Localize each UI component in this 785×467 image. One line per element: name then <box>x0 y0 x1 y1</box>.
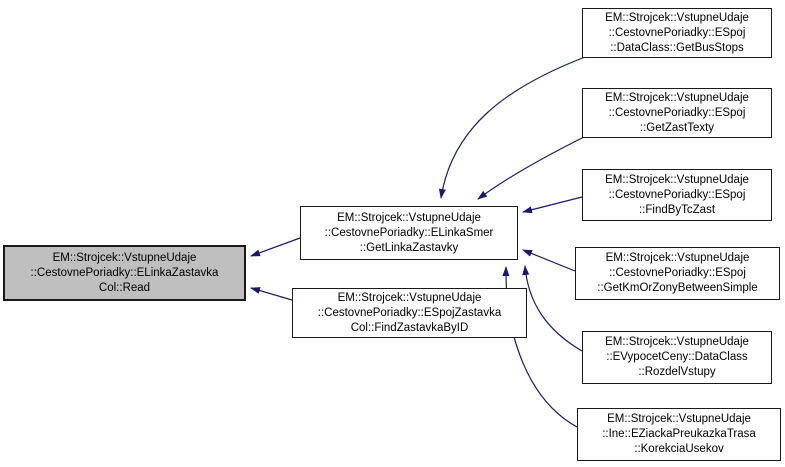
node-espoj-findbytczast[interactable]: EM::Strojcek::VstupneUdaje ::CestovnePor… <box>582 169 772 221</box>
node-label-line: ::FindByTcZast <box>638 203 716 216</box>
node-label-line: EM::Strojcek::VstupneUdaje <box>337 291 482 304</box>
node-label-line: ::CestovnePoriadky::ESpoj <box>609 267 746 279</box>
node-elinkasmer-getlinkazastavky[interactable]: EM::Strojcek::VstupneUdaje ::CestovnePor… <box>300 206 518 260</box>
node-label-line: ::KorekciaUsekov <box>634 443 724 455</box>
node-label-line: EM::Strojcek::VstupneUdaje <box>605 252 750 264</box>
node-label-line: ::EVypocetCeny::DataClass <box>606 351 748 363</box>
edge-getlinkazastavky-to-read <box>250 237 301 257</box>
node-label-line: ::CestovnePoriadky::ESpoj <box>608 26 746 39</box>
node-label-line: ::CestovnePoriadky::ESpoj <box>608 106 746 119</box>
node-label-line: EM::Strojcek::VstupneUdaje <box>605 91 749 104</box>
node-espojzastavkacol-findzastavkabyid[interactable]: EM::Strojcek::VstupneUdaje ::CestovnePor… <box>292 288 527 338</box>
edge-findzastavkabyid-to-read <box>250 287 293 301</box>
node-label-line: ::GetLinkaZastavky <box>359 241 459 254</box>
node-eziackapreukazkatrasa-korekciausekov[interactable]: EM::Strojcek::VstupneUdaje ::Ine::EZiack… <box>577 408 781 461</box>
node-espoj-dataclass-getbusstops[interactable]: EM::Strojcek::VstupneUdaje ::CestovnePor… <box>582 8 772 58</box>
node-label-line: ::GetKmOrZonyBetweenSimple <box>597 282 758 294</box>
node-label-line: ::CestovnePoriadky::ELinkaSmer <box>324 226 494 239</box>
node-label-line: EM::Strojcek::VstupneUdaje <box>52 251 197 264</box>
edge-rozdelvstupy-to-getlinkazastavky <box>522 265 583 352</box>
node-label-line: ::DataClass::GetBusStops <box>610 41 744 54</box>
node-label-line: ::GetZastTexty <box>639 121 715 134</box>
node-label-line: EM::Strojcek::VstupneUdaje <box>605 336 749 348</box>
node-label-line: ::CestovnePoriadky::ESpojZastavka <box>317 306 502 319</box>
edge-getzasttexty-to-getlinkazastavky <box>477 136 585 200</box>
node-espoj-getkmorzonybetweensimple[interactable]: EM::Strojcek::VstupneUdaje ::CestovnePor… <box>575 247 780 300</box>
node-label-line: EM::Strojcek::VstupneUdaje <box>607 413 751 425</box>
node-label-line: EM::Strojcek::VstupneUdaje <box>605 173 749 186</box>
edge-getkmorzony-to-getlinkazastavky <box>522 249 576 272</box>
node-evypocetceny-dataclass-rozdelvstupy[interactable]: EM::Strojcek::VstupneUdaje ::EVypocetCen… <box>582 331 772 384</box>
node-label-line: Col::Read <box>98 281 151 294</box>
node-label-line: ::CestovnePoriadky::ESpoj <box>608 188 746 201</box>
edge-findbytczast-to-getlinkazastavky <box>522 196 583 214</box>
edge-getbusstops-to-getlinkazastavky <box>438 56 586 199</box>
node-label-line: ::RozdelVstupy <box>638 366 716 378</box>
node-label-line: ::Ine::EZiackaPreukazkaTrasa <box>602 428 756 440</box>
node-elinkazastavkacol-read[interactable]: EM::Strojcek::VstupneUdaje ::CestovnePor… <box>3 245 246 301</box>
node-label-line: Col::FindZastavkaByID <box>350 321 469 334</box>
node-label-line: EM::Strojcek::VstupneUdaje <box>337 211 481 224</box>
node-label-line: EM::Strojcek::VstupneUdaje <box>605 11 749 24</box>
node-label-line: ::CestovnePoriadky::ELinkaZastavka <box>30 266 219 279</box>
node-espoj-getzasttexty[interactable]: EM::Strojcek::VstupneUdaje ::CestovnePor… <box>582 88 772 138</box>
